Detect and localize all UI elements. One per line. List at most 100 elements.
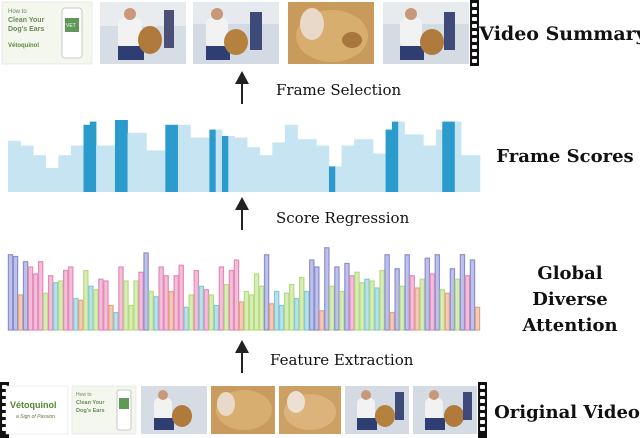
score-bar (96, 145, 103, 192)
score-bar (297, 139, 305, 192)
brand-tagline: a Sign of Passion (16, 414, 55, 420)
attention-bar (258, 285, 265, 331)
attention-bar (208, 294, 215, 331)
score-bar (360, 139, 368, 192)
score-bar (33, 155, 40, 192)
attention-bar (439, 289, 446, 331)
score-bar (417, 134, 424, 192)
sprocket-hole (480, 406, 485, 410)
attention-bar (399, 285, 405, 331)
sprocket-hole (472, 45, 477, 49)
original-card-line-1: How to (76, 392, 92, 398)
feature-extraction-label: Feature Extraction (270, 351, 414, 369)
attention-bar (299, 276, 305, 331)
attention-bar (138, 271, 144, 331)
summary-frame-dog-closeup (288, 2, 374, 64)
attention-bar (128, 304, 134, 331)
attention-bar (263, 254, 270, 331)
attention-bar (449, 268, 456, 331)
score-bar-selected (209, 129, 216, 192)
attention-bar (424, 257, 430, 331)
original-bottle-label (119, 398, 129, 409)
sprocket-hole (480, 399, 485, 403)
score-bar (39, 155, 47, 192)
score-bar (373, 153, 380, 192)
score-bar (234, 137, 242, 192)
score-bar (259, 155, 267, 192)
attention-bar (52, 282, 59, 331)
attention-bar (459, 254, 466, 331)
attention-bar (178, 264, 184, 331)
score-bar-selected (448, 121, 456, 192)
summary-frame-vet-dog-1 (100, 2, 186, 64)
original-filmstrip: Vétoquinol a Sign of Passion How to Clea… (0, 382, 487, 438)
score-bar (266, 155, 273, 192)
score-bar (64, 155, 72, 192)
attention-bar (248, 294, 255, 331)
summary-filmstrip: How to Clean Your Dog's Ears Vétoquinol … (0, 0, 479, 68)
score-bar (310, 139, 317, 192)
attention-bar (228, 269, 235, 331)
attention-bar (319, 310, 325, 331)
attention-label-line-1: Global (537, 263, 602, 284)
frame-selection-label: Frame Selection (276, 81, 401, 99)
score-bar-selected (114, 120, 122, 192)
original-bottle-image (116, 389, 132, 431)
attention-bar (98, 278, 104, 331)
score-bar (291, 124, 298, 192)
score-bar (215, 129, 223, 192)
arrow-feature-extraction (235, 340, 249, 373)
score-bar (335, 166, 342, 192)
score-bar (127, 132, 135, 192)
score-bar (240, 137, 248, 192)
attention-bar (37, 261, 44, 331)
score-bar-selected (221, 136, 229, 192)
attention-bar (238, 301, 245, 331)
attention-chart (7, 247, 481, 331)
attention-bar (198, 285, 205, 331)
attention-bar (148, 290, 154, 331)
attention-bar (103, 280, 109, 331)
score-bar (184, 124, 191, 192)
attention-label-line-3: Attention (521, 315, 617, 336)
original-frame-dog-ear-2 (279, 386, 341, 434)
attention-bar (58, 280, 64, 331)
attention-bar (243, 290, 250, 331)
score-bar (45, 168, 53, 192)
original-frame-vet-dog-2 (345, 386, 409, 434)
score-bar-selected (121, 120, 128, 192)
score-bar (473, 155, 481, 192)
attention-bar (268, 303, 275, 331)
summary-card-brand: Vétoquinol (8, 43, 39, 49)
attention-bar (93, 289, 99, 331)
attention-bar (163, 275, 169, 331)
original-frame-title-card: How to Clean Your Dog's Ears (71, 385, 137, 435)
sprocket-hole (480, 392, 485, 396)
score-bar-selected (442, 121, 449, 192)
attention-bar (304, 290, 310, 331)
score-bar (467, 155, 474, 192)
sprocket-hole (472, 52, 477, 56)
attention-bar (354, 271, 360, 331)
attention-bar (389, 311, 395, 331)
attention-bar (183, 306, 189, 331)
attention-bar (108, 304, 114, 331)
attention-bar (404, 254, 410, 331)
sprocket-hole (472, 38, 477, 42)
original-card-line-2: Clean Your (76, 400, 105, 406)
score-bar-selected (385, 129, 393, 192)
sprocket-hole (472, 24, 477, 28)
attention-bar (213, 304, 220, 331)
attention-bar (88, 285, 94, 331)
attention-bar (188, 294, 194, 331)
score-bar (77, 145, 84, 192)
brand-logo-text: Vétoquinol (10, 400, 57, 410)
summary-frame-vet-dog-3 (383, 2, 469, 64)
score-bar (146, 150, 154, 192)
score-bar (70, 145, 78, 192)
score-bar (8, 140, 15, 192)
attention-bar (379, 269, 385, 331)
score-bar (102, 145, 109, 192)
score-bar (140, 132, 147, 192)
